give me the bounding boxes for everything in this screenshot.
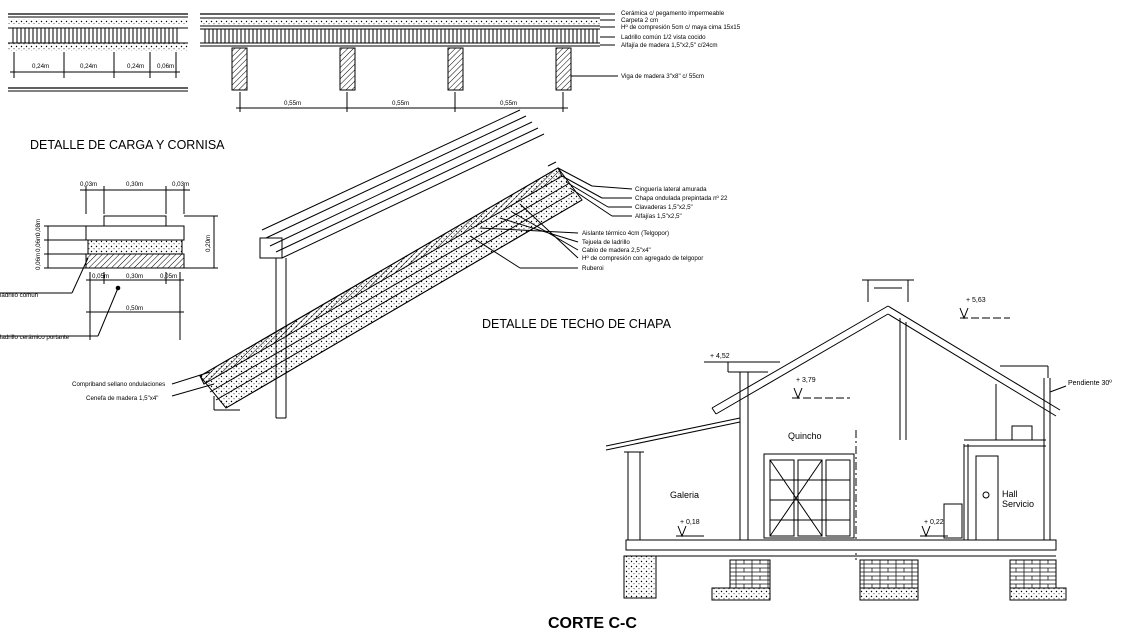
dim-beam-3: 0,55m [500, 100, 517, 107]
cornisa-dim-top-1: 0,03m [80, 181, 97, 188]
slope-label: Pendiente 30º [1068, 380, 1112, 387]
level-5-63: + 5,63 [966, 297, 986, 304]
cornisa-dim-mid-2: 0,30m [126, 273, 143, 280]
label-ladrillo-ceramico: ladrillo cerámico portante [0, 334, 70, 341]
dim-small-1: 0,24m [32, 63, 49, 70]
title-techo: DETALLE DE TECHO DE CHAPA [482, 317, 672, 331]
title-carga: DETALLE DE CARGA Y CORNISA [30, 138, 225, 152]
cornisa-dim-top-2: 0,30m [126, 181, 143, 188]
label-cenefa: Cenefa de madera 1,5"x4" [86, 395, 159, 402]
label-carpeta: Carpeta 2 cm [621, 17, 658, 24]
section-drawing [605, 279, 1067, 601]
dim-small-4: 0,06m [157, 63, 174, 70]
floor-detail-small [8, 13, 188, 92]
label-cingueria: Cinguería lateral amurada [635, 186, 707, 193]
level-3-79: + 3,79 [796, 377, 816, 384]
level-4-52: + 4,52 [710, 353, 730, 360]
roof-detail [171, 109, 633, 419]
dim-small-3: 0,24m [127, 63, 144, 70]
label-compriband: Compriband sellano ondulaciones [72, 381, 165, 388]
label-hormigon: Hº de compresión 5cm c/ maya cima 15x15 [621, 24, 741, 31]
label-ceramica: Cerámica c/ pegamento impermeable [621, 10, 725, 17]
label-cabio: Cabio de madera 2,5"x4" [582, 247, 651, 254]
dim-small-2: 0,24m [80, 63, 97, 70]
room-hall: Hall [1002, 489, 1018, 499]
label-viga: Viga de madera 3"x8" c/ 55cm [621, 73, 704, 80]
label-clavaderas: Clavaderas 1,5"x2,5" [635, 204, 693, 211]
label-hormigon-telgopor: Hº de compresión con agregado de telgopo… [582, 255, 703, 262]
label-ruberoi: Ruberoi [582, 265, 604, 272]
floor-detail-beams [200, 13, 618, 112]
cornisa-dim-mid-1: 0,05m [92, 273, 109, 280]
cornisa-dim-bottom: 0,50m [126, 305, 143, 312]
label-alfajia: Alfajía de madera 1,5"x2,5" c/24cm [621, 42, 718, 49]
cornisa-dim-side-2: 0,06m [35, 235, 42, 252]
label-alfajias: Alfajías 1,5"x2,5" [635, 213, 682, 220]
cornisa-dim-side-1: 0,08m [35, 219, 42, 236]
cornisa-dim-right: 0,20m [205, 235, 212, 252]
title-corte: CORTE C-C [548, 615, 637, 632]
dim-beam-2: 0,55m [392, 100, 409, 107]
label-chapa: Chapa ondulada prepintada nº 22 [635, 195, 728, 202]
label-ladrillo: Ladrillo común 1/2 vista cocido [621, 34, 706, 41]
room-galeria: Galeria [670, 490, 699, 500]
room-servicio: Servicio [1002, 499, 1034, 509]
dim-beam-1: 0,55m [284, 100, 301, 107]
level-0-18: + 0,18 [680, 519, 700, 526]
label-tejuela: Tejuela de ladrillo [582, 239, 630, 246]
level-0-22: + 0,22 [924, 519, 944, 526]
cornisa-dim-top-3: 0,03m [172, 181, 189, 188]
label-aislante: Aislante térmico 4cm (Telgopor) [582, 230, 669, 237]
cornisa-dim-mid-3: 0,05m [160, 273, 177, 280]
label-ladrillo-comun: ladrillo común [0, 292, 39, 299]
cornisa-detail [0, 186, 218, 340]
room-quincho: Quincho [788, 431, 822, 441]
cornisa-dim-side-3: 0,06m [35, 253, 42, 270]
